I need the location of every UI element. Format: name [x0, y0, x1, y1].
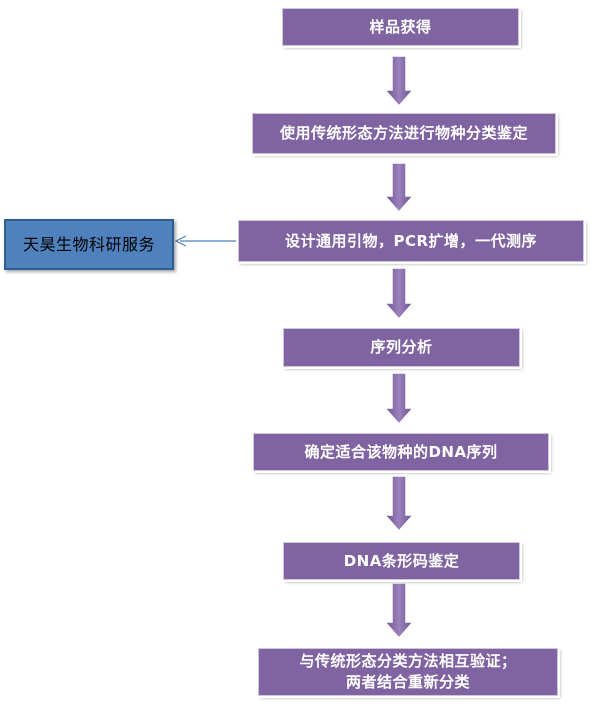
- service-connector-arrow: [174, 235, 236, 247]
- down-arrow-1: [383, 55, 415, 108]
- down-arrow-4: [383, 372, 415, 426]
- down-arrow-3: [383, 267, 415, 321]
- step-sample-acquisition: 样品获得: [280, 6, 521, 48]
- step-label: 样品获得: [369, 17, 432, 36]
- step-determine-dna-sequence: 确定适合该物种的DNA序列: [251, 431, 551, 473]
- down-arrow-5: [383, 475, 415, 533]
- step-label: DNA条形码鉴定: [343, 551, 460, 570]
- step-label-line-1: 与传统形态分类方法相互验证；: [299, 652, 517, 670]
- step-mutual-verification: 与传统形态分类方法相互验证； 两者结合重新分类: [256, 646, 560, 698]
- step-sequence-analysis: 序列分析: [281, 326, 522, 369]
- step-dna-barcode-identification: DNA条形码鉴定: [281, 540, 522, 582]
- step-label: 设计通用引物，PCR扩增，一代测序: [284, 231, 538, 250]
- step-label: 使用传统形态方法进行物种分类鉴定: [279, 124, 528, 142]
- down-arrow-2: [383, 162, 415, 214]
- down-arrow-6: [383, 582, 415, 640]
- service-label: 天昊生物科研服务: [22, 235, 155, 254]
- step-label-line-2: 两者结合重新分类: [345, 673, 470, 691]
- step-label: 确定适合该物种的DNA序列: [304, 442, 498, 461]
- step-primer-pcr-sequencing: 设计通用引物，PCR扩增，一代测序: [236, 218, 586, 264]
- service-box: 天昊生物科研服务: [4, 219, 174, 270]
- step-label: 序列分析: [370, 338, 433, 356]
- step-morphological-classification: 使用传统形态方法进行物种分类鉴定: [250, 111, 558, 156]
